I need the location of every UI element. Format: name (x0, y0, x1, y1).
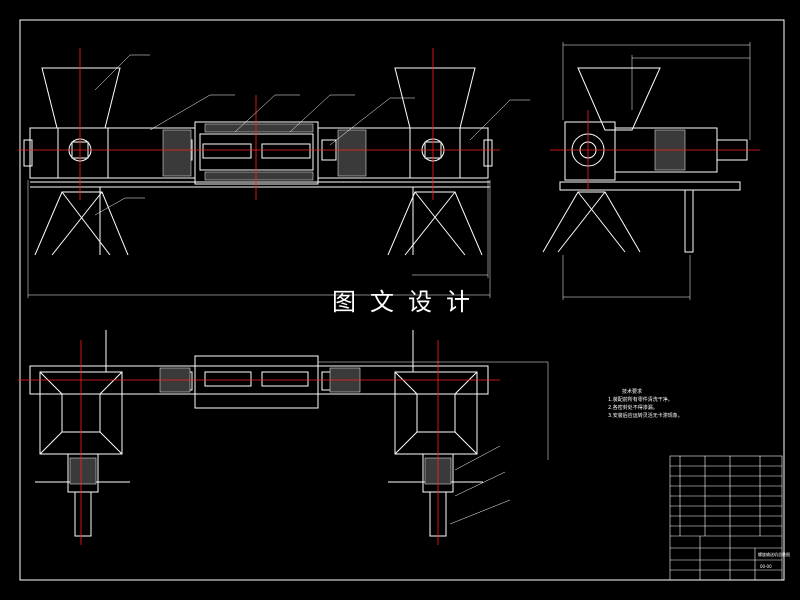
left-leg-brace-1 (61, 191, 111, 256)
plan-view (29, 330, 489, 537)
shaft-segment-2 (261, 143, 311, 159)
plan-view-leaders (318, 361, 549, 525)
technical-notes-title: 技术要求 (622, 389, 643, 395)
right-inner-housing (409, 127, 461, 179)
middle-inner-tube (199, 133, 314, 171)
plan-left-motor-shaft (74, 491, 92, 537)
plan-view-centerlines (18, 340, 500, 545)
middle-housing (194, 121, 319, 185)
front-view-centerlines (18, 48, 500, 200)
front-view (23, 67, 493, 256)
technical-note-2: 2.各密封处不得渗漏。 (608, 405, 658, 411)
side-rear-post (684, 189, 694, 253)
side-leg-brace-2 (557, 191, 606, 253)
right-leg-brace-1 (414, 191, 466, 256)
plan-shaft-2 (261, 371, 309, 387)
left-inner-housing (57, 127, 109, 179)
side-view-dimensions (562, 42, 751, 300)
drawing-frame (19, 19, 785, 581)
watermark-text: 图文设计 (332, 288, 484, 316)
shaft-segment-1 (202, 143, 252, 159)
technical-note-1: 1.装配前所有零件清洗干净。 (608, 397, 673, 403)
plan-right-hopper-inner (416, 393, 456, 433)
right-leg-frame (387, 191, 483, 256)
left-end-cap (23, 139, 33, 167)
side-leg-brace-1 (577, 191, 626, 253)
front-view-hatches (162, 123, 367, 181)
plan-middle-housing (194, 355, 319, 409)
plan-view-hatches (69, 367, 452, 485)
title-block-drawing-number: 00-00 (760, 564, 772, 569)
title-block (669, 455, 783, 581)
technical-notes: 技术要求 1.装配前所有零件清洗干净。 2.各密封处不得渗漏。 3.安装后应运转… (608, 388, 783, 420)
side-view (542, 67, 748, 253)
side-hopper (577, 67, 661, 131)
title-block-drawing-name: 螺旋输送机总装图 (758, 552, 790, 557)
right-end-cap (483, 139, 493, 167)
left-leg-frame (34, 191, 129, 256)
left-leg-brace-2 (51, 191, 103, 256)
side-base-plate (559, 181, 741, 191)
side-leg-frame (542, 191, 641, 253)
technical-note-3: 3.安装后应运转灵活无卡滞现象。 (608, 413, 683, 419)
plan-shaft-1 (204, 371, 252, 387)
side-view-centerlines (550, 110, 760, 190)
front-view-dimensions (27, 54, 530, 298)
